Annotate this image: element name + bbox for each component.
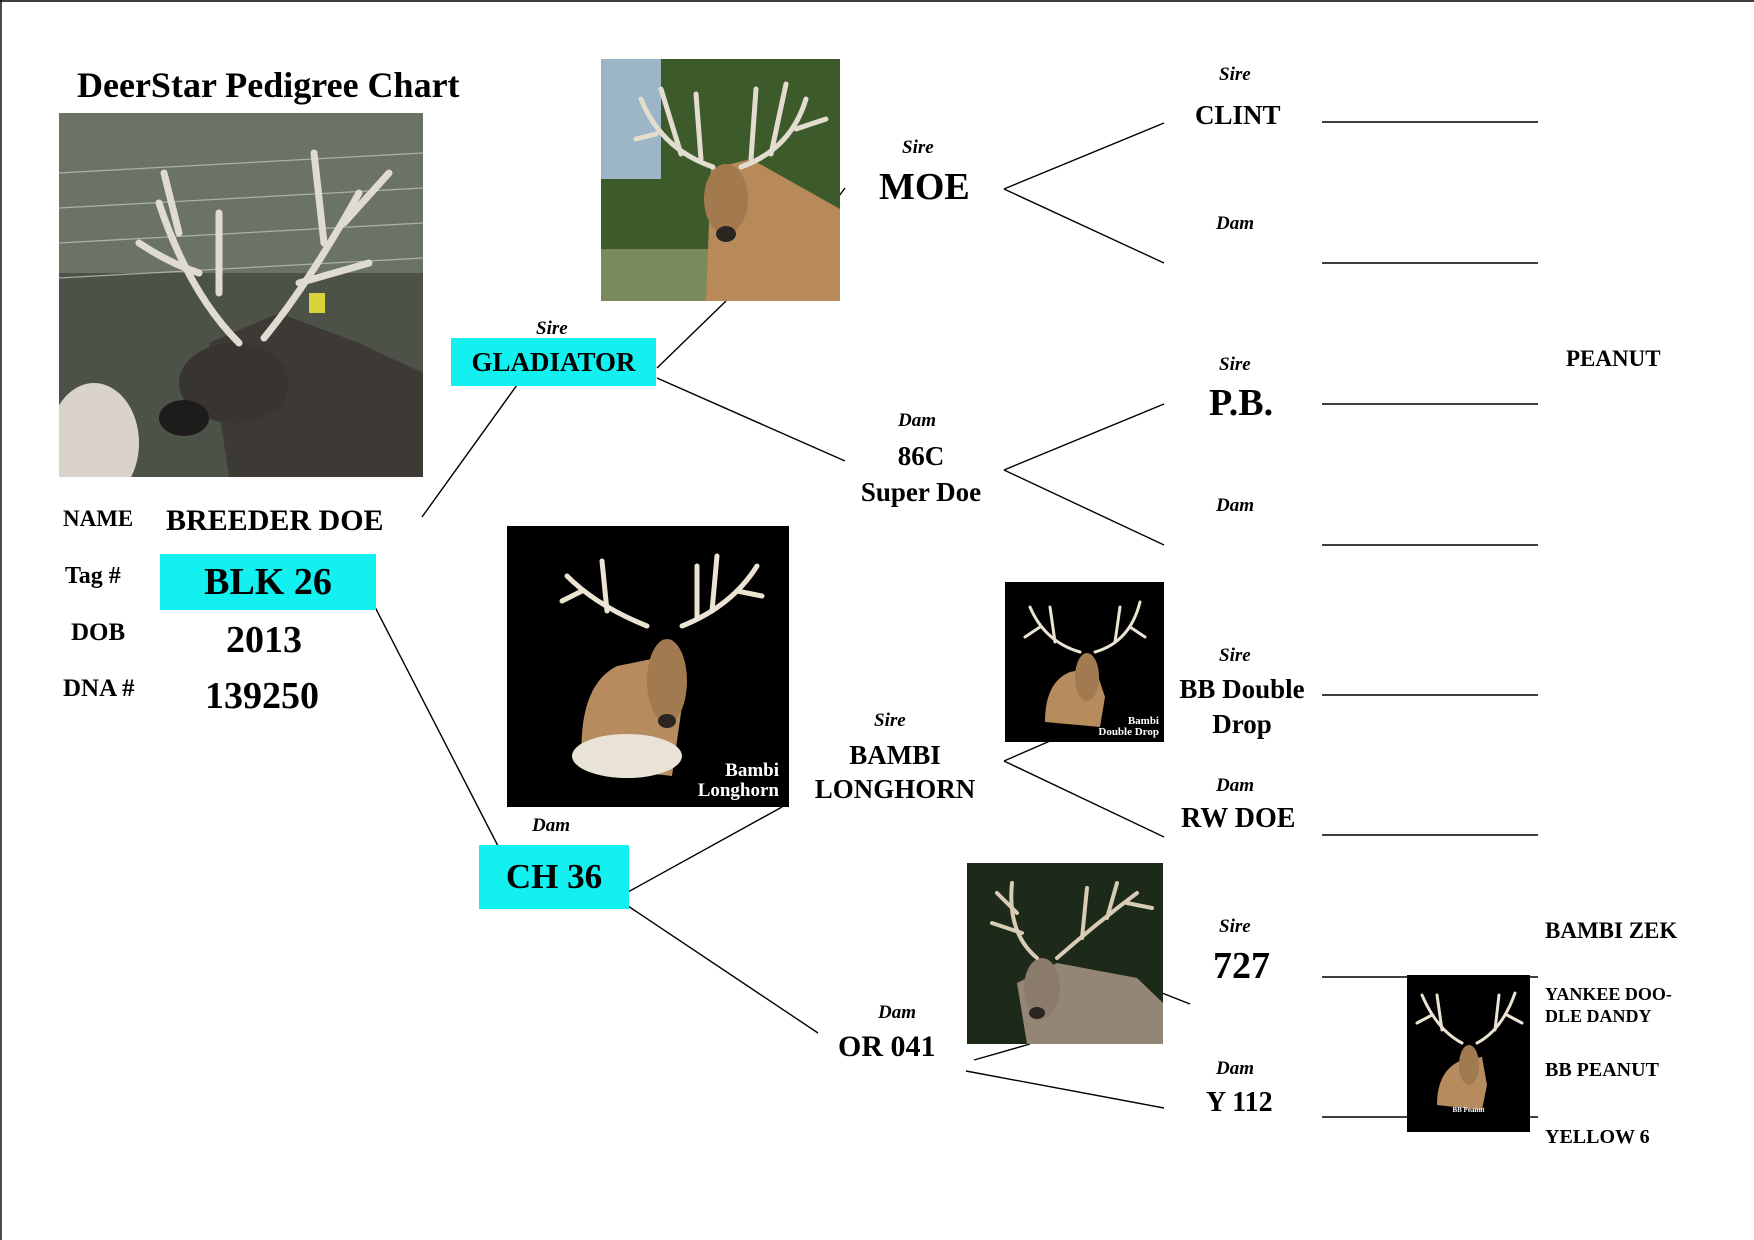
sire-727: 727 bbox=[1213, 945, 1270, 987]
longhorn-role: Sire bbox=[874, 710, 906, 731]
bb-double-drop-photo: Bambi Double Drop bbox=[1005, 582, 1164, 742]
yankee-doodle-dandy: YANKEE DOO- DLE DANDY bbox=[1545, 983, 1672, 1027]
longhorn-caption-1: Bambi bbox=[725, 760, 779, 782]
moe-role: Sire bbox=[902, 137, 934, 158]
doubledrop-caption-2: Double Drop bbox=[1098, 726, 1159, 739]
name-label: NAME bbox=[63, 506, 134, 531]
or041-role: Dam bbox=[878, 1002, 916, 1023]
deer-727-photo bbox=[967, 863, 1163, 1044]
y112-role: Dam bbox=[1216, 1058, 1254, 1079]
dam-y112: Y 112 bbox=[1206, 1087, 1273, 1118]
doubledrop-caption-1: Bambi bbox=[1127, 714, 1159, 727]
pb-role: Sire bbox=[1219, 354, 1251, 375]
page-title: DeerStar Pedigree Chart bbox=[77, 65, 460, 105]
longhorn-caption-2: Longhorn bbox=[697, 780, 779, 802]
moe-dam-role: Dam bbox=[1216, 213, 1254, 234]
rw-doe: RW DOE bbox=[1181, 803, 1296, 834]
tag-value: BLK 26 bbox=[160, 554, 376, 610]
granddam-86c-line2: Super Doe bbox=[860, 477, 982, 507]
yellow-6: YELLOW 6 bbox=[1545, 1126, 1650, 1148]
bambi-longhorn-photo: Bambi Longhorn bbox=[507, 526, 789, 807]
bb-peanut: BB PEANUT bbox=[1545, 1059, 1659, 1081]
dob-label: DOB bbox=[71, 619, 126, 646]
granddam-86c-line1: 86C bbox=[897, 441, 945, 471]
ch36-role: Dam bbox=[532, 815, 570, 836]
bb-double-drop-line1: BB Double bbox=[1179, 674, 1305, 704]
dna-value: 139250 bbox=[205, 675, 319, 717]
dna-label: DNA # bbox=[63, 675, 135, 702]
pb: P.B. bbox=[1209, 382, 1274, 424]
grandsire-bambi-longhorn: BAMBI LONGHORN bbox=[800, 738, 990, 806]
double-drop-role: Sire bbox=[1219, 645, 1251, 666]
bb-double-drop-line2: Drop bbox=[1212, 709, 1272, 739]
grandsire-moe: MOE bbox=[879, 166, 970, 208]
dob-value: 2013 bbox=[226, 619, 302, 661]
bb-double-drop: BB Double Drop bbox=[1160, 672, 1324, 742]
tag-label: Tag # bbox=[65, 563, 121, 589]
yankee-line2: DLE DANDY bbox=[1545, 1006, 1652, 1026]
sire-gladiator: GLADIATOR bbox=[451, 338, 656, 386]
bb-peanut-photo: BB Peanut bbox=[1407, 975, 1530, 1132]
bambi-longhorn-line1: BAMBI bbox=[849, 740, 941, 770]
gladiator-role: Sire bbox=[536, 318, 568, 339]
bambi-zek: BAMBI ZEK bbox=[1545, 918, 1678, 943]
moe-photo bbox=[601, 59, 840, 301]
bambi-longhorn-line2: LONGHORN bbox=[814, 774, 976, 804]
granddam-86c: 86C Super Doe bbox=[846, 438, 996, 510]
peanut: PEANUT bbox=[1566, 346, 1661, 371]
subject-deer-photo bbox=[59, 113, 423, 477]
dam-ch36: CH 36 bbox=[479, 845, 629, 909]
clint: CLINT bbox=[1195, 100, 1281, 130]
rw-doe-role: Dam bbox=[1216, 775, 1254, 796]
subject-name: BREEDER DOE bbox=[166, 504, 384, 537]
bbpeanut-caption-1: BB Peanut bbox=[1452, 1105, 1485, 1114]
86c-role: Dam bbox=[898, 410, 936, 431]
clint-role: Sire bbox=[1219, 64, 1251, 85]
86c-dam-role: Dam bbox=[1216, 495, 1254, 516]
granddam-or041: OR 041 bbox=[838, 1030, 936, 1063]
yankee-line1: YANKEE DOO- bbox=[1545, 984, 1672, 1004]
727-role: Sire bbox=[1219, 916, 1251, 937]
